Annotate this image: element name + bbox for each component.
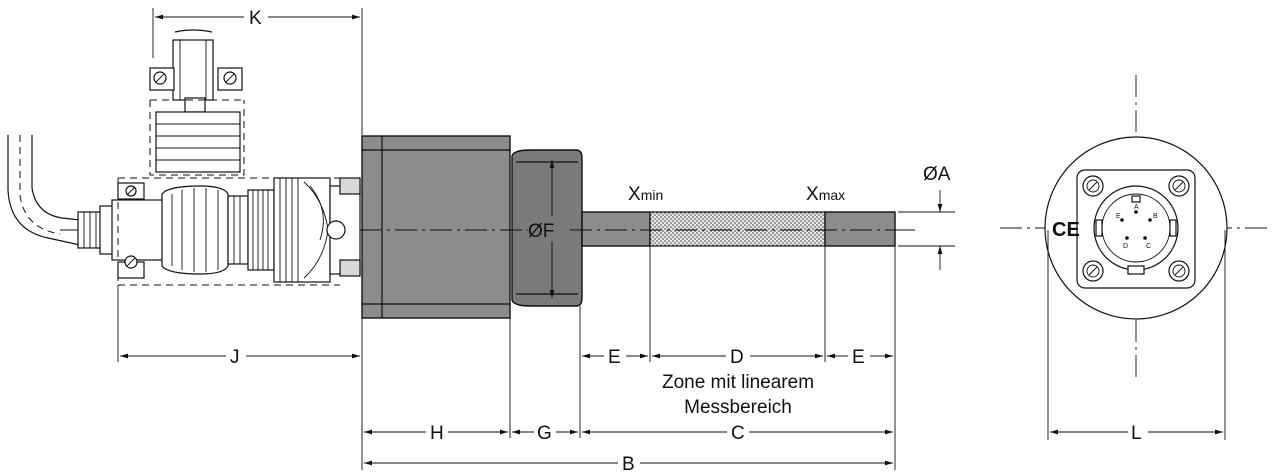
xmin-label: Xmin [628,184,663,205]
pin-B: B [1153,213,1158,220]
cable [7,135,81,246]
dim-L-label: L [1131,423,1142,444]
dim-D-label: D [730,347,744,368]
connector-plug-straight [111,177,361,283]
zone-label-line2: Messbereich [684,397,792,418]
dim-F-label: ØF [528,221,554,242]
plunger-rod [581,211,896,247]
dim-E1-label: E [608,347,621,368]
dim-H-label: H [430,423,444,444]
cable-gland [77,205,115,255]
pin-A: A [1134,204,1139,211]
ce-mark: CE [1052,219,1080,241]
plug-outline-dashed [117,177,340,286]
dim-E2-label: E [852,347,865,368]
pin-D: D [1123,243,1128,250]
pin-E: E [1116,213,1121,220]
extension-lines [117,8,896,470]
dim-C-label: C [731,423,745,444]
end-view: A B C D E CE [1000,75,1270,440]
zone-label-line1: Zone mit linearem [662,372,814,393]
dim-J-label: J [230,347,240,368]
sensor-housing [361,135,511,319]
dim-A-label: ØA [923,164,951,185]
connector-plug-angled [149,29,245,176]
dim-B-label: B [622,454,635,475]
dim-A: ØA [898,164,955,270]
pin-C: C [1146,243,1151,250]
dim-G-label: G [537,423,552,444]
xmax-label: Xmax [806,184,845,205]
dim-K-label: K [249,8,262,29]
